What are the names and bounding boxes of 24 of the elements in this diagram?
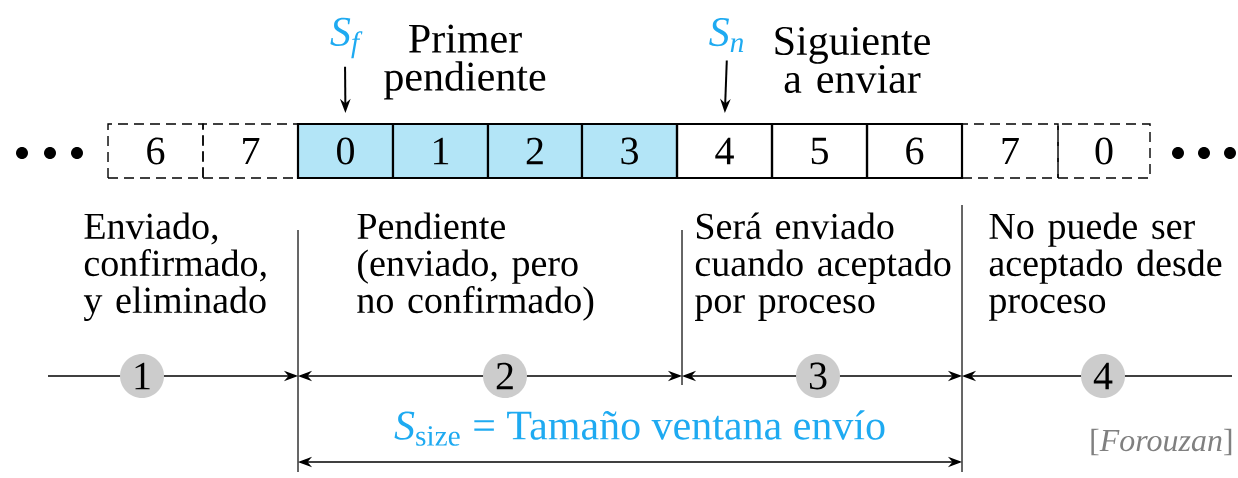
- variable-label: S$_{n}$: [709, 18, 744, 52]
- callout-number: 3: [796, 354, 840, 398]
- frame-cell: 4: [675, 122, 774, 180]
- pointer-label: Siguiente a enviar: [775, 26, 930, 94]
- pointer-label: Primer pendiente: [384, 24, 546, 100]
- callout-number: 1: [120, 354, 164, 398]
- description-text: Pendiente (enviado, pero no confirmado): [357, 212, 594, 321]
- callout-number: 2: [483, 354, 527, 398]
- description-text: Enviado, confirmado, y eliminado: [83, 212, 266, 321]
- frame-cell: 3: [580, 122, 679, 180]
- frame-cell: 5: [770, 122, 869, 180]
- frame-cell: 6: [865, 122, 964, 180]
- variable-label: S$_{f}$: [330, 17, 363, 59]
- frame-cell: 1: [391, 122, 490, 180]
- description-text: Será enviado cuando aceptado por proceso: [695, 212, 951, 321]
- window-size-label: S$_{size}$ = Tamaño ventana envío: [394, 410, 885, 446]
- description-text: No puede ser aceptado desde proceso: [989, 212, 1222, 321]
- frame-cell: 0: [296, 122, 395, 180]
- frame-cell: 6: [107, 123, 204, 179]
- source-note: [Forouzan]: [1091, 428, 1232, 456]
- frame-cell: 0: [1057, 123, 1151, 179]
- frame-cell: 2: [486, 122, 584, 180]
- callout-number: 4: [1081, 354, 1125, 398]
- frame-cell: 7: [961, 123, 1059, 179]
